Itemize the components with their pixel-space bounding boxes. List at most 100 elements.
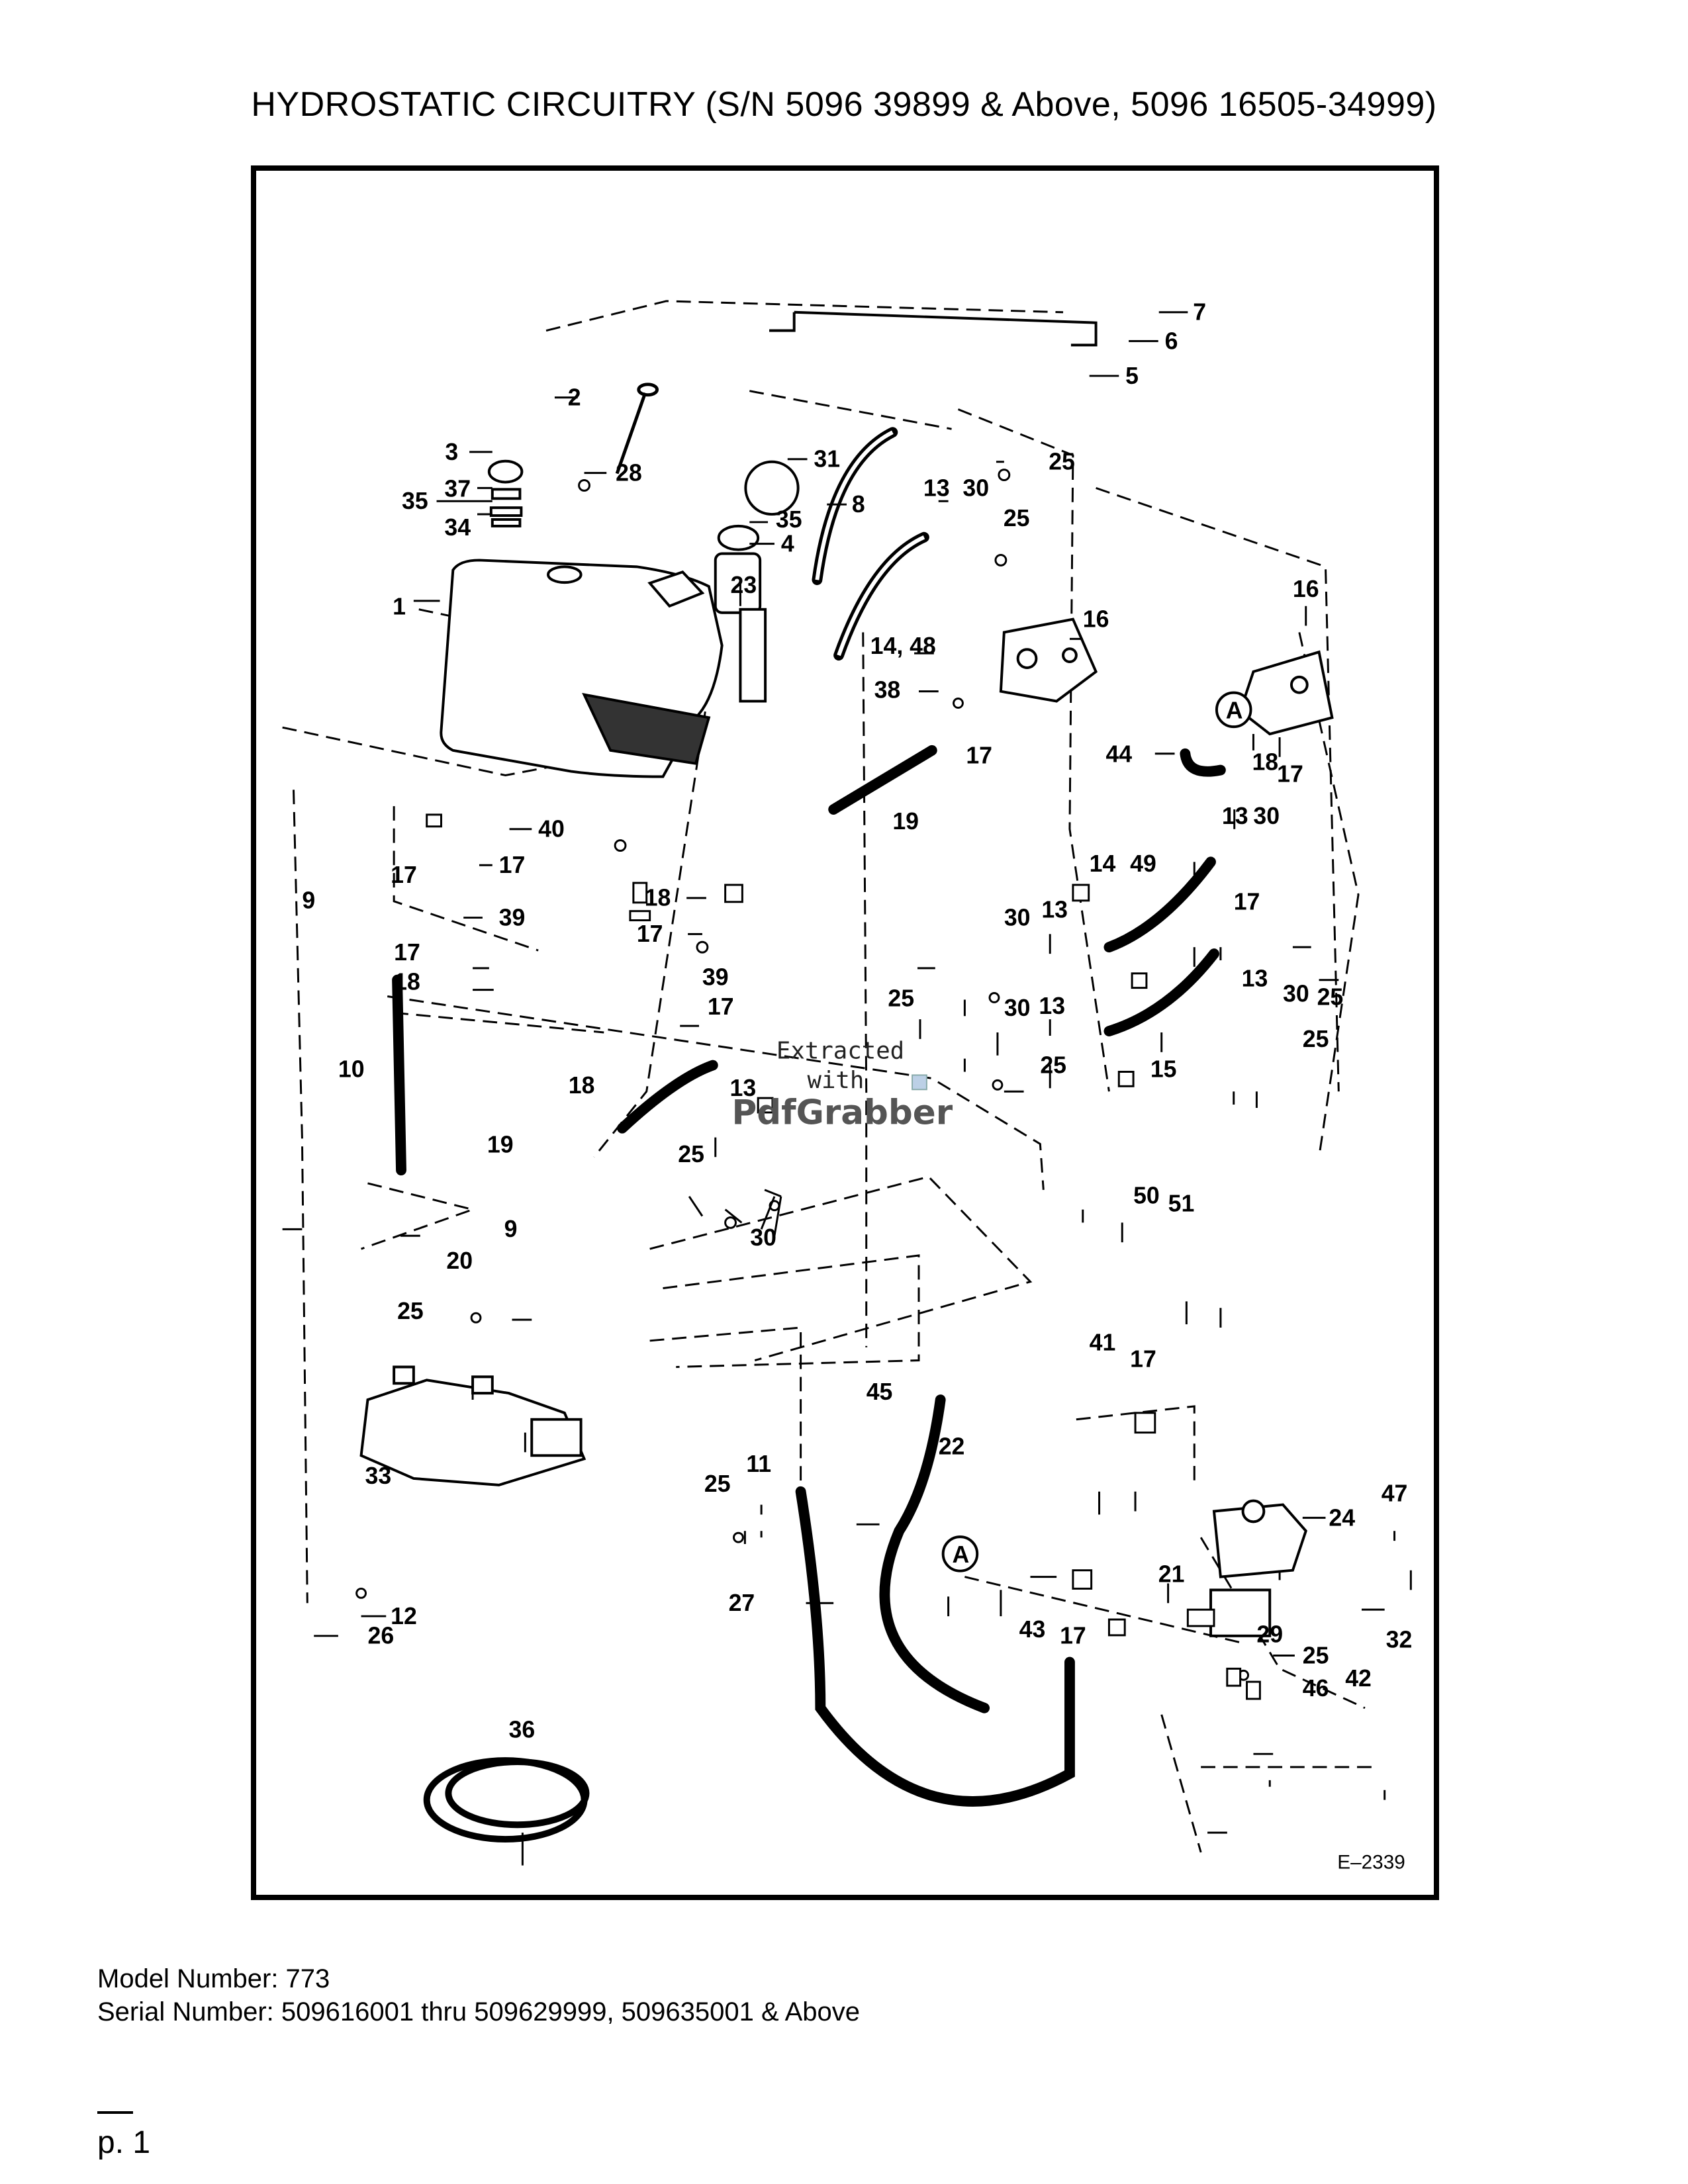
callout: 19 [487,1131,514,1158]
callout: 30 [1004,995,1031,1021]
callout: 25 [1303,1026,1329,1052]
callout: 31 [814,446,840,473]
callout: 4 [781,531,794,557]
callout: 17 [708,993,734,1020]
callout: 17 [1234,889,1260,915]
callout: 30 [1004,904,1031,931]
svg-text:Extracted: Extracted [776,1038,904,1065]
callout: 13 [1041,897,1068,923]
callout: 34 [444,514,471,541]
callout: 15 [1150,1056,1177,1082]
callout: 44 [1105,741,1132,768]
callout: 9 [302,887,315,914]
model-number: Model Number: 773 [97,1964,330,1993]
callout: 22 [939,1433,965,1459]
callout: 3 [445,439,458,465]
callout: 25 [678,1141,704,1167]
callout: 20 [446,1248,473,1274]
serial-number: Serial Number: 509616001 thru 509629999,… [97,1997,861,2026]
drive-motor-16 [999,617,1334,736]
callout: 17 [391,862,417,888]
detail-marker-a-lower: A [953,1541,970,1568]
pdfgrabber-watermark: Extracted with PdfGrabber [732,1038,953,1133]
callout: 32 [1386,1627,1413,1653]
callout: 27 [729,1590,755,1616]
callout: 17 [1277,760,1303,787]
drawing-number: E–2339 [1337,1852,1405,1874]
callout: 11 [746,1451,771,1477]
callout: 47 [1382,1480,1408,1507]
callout: 33 [365,1463,392,1489]
hydrostatic-circuit-drawing: A A 7 6 5 2 28 3 37 35 34 31 35 4 25 8 1… [282,299,1412,1874]
callout: 23 [731,572,757,598]
svg-text:with: with [808,1067,865,1094]
callout: 35 [776,506,802,533]
reservoir-cap [487,459,524,527]
hydrostatic-pump-33 [359,1365,586,1486]
callout: 17 [1060,1623,1086,1649]
page-divider [97,2111,133,2114]
callout: 18 [645,885,671,911]
callout: 37 [444,475,471,502]
callout: 7 [1193,299,1206,326]
dipstick [615,383,659,475]
filter-element-23 [739,608,767,703]
callout: 17 [394,939,420,966]
callout: 12 [391,1603,417,1629]
detail-marker-a-upper: A [1226,697,1243,723]
callout: 6 [1165,328,1178,354]
callout: 30 [962,475,989,501]
callout: 25 [888,985,914,1011]
callout: 40 [538,816,565,842]
lift-hose-36 [423,1757,590,1843]
callout: 17 [966,743,992,769]
callout: 14, 48 [870,633,936,659]
callout: 18 [394,969,420,995]
callout: 25 [1317,983,1344,1010]
callout: 28 [616,460,642,486]
callout: 25 [1049,449,1075,475]
callout: 49 [1130,850,1156,877]
callout: 17 [1130,1345,1156,1372]
callout: 35 [402,488,428,514]
callout: 16 [1083,606,1109,633]
callout: 18 [569,1072,595,1099]
callout: 26 [367,1623,394,1649]
callout: 50 [1133,1183,1160,1209]
callout: 17 [499,852,526,878]
callout: 13 [923,475,950,501]
callout: 38 [874,677,901,704]
callout: 25 [397,1298,424,1324]
callout: 13 [1222,803,1248,829]
callout: 42 [1345,1665,1372,1692]
callout: 24 [1329,1504,1355,1531]
callout: 10 [338,1056,365,1082]
callout: 30 [1253,803,1280,829]
callout: 25 [1004,505,1030,531]
callout: 46 [1303,1675,1329,1702]
callout: 16 [1293,576,1319,602]
callout: 29 [1256,1621,1283,1648]
callout: 41 [1090,1330,1116,1356]
callout: 25 [1040,1052,1066,1078]
callout: 1 [393,594,406,620]
callout: 14 [1090,850,1116,877]
parts-diagram: A A 7 6 5 2 28 3 37 35 34 31 35 4 25 8 1… [251,165,1439,1900]
callout: 39 [499,904,526,931]
callout: 9 [504,1216,518,1242]
callout: 36 [509,1716,536,1743]
page-number: p. 1 [97,2125,151,2160]
callout: 25 [1303,1642,1329,1668]
svg-text:PdfGrabber: PdfGrabber [732,1093,953,1133]
callout: 13 [1242,966,1268,992]
callout: 30 [1283,980,1309,1007]
callout: 51 [1168,1191,1195,1217]
callout-leaders [282,311,1412,1866]
fittings [355,469,1261,1700]
hydraulic-reservoir [440,559,724,778]
charge-pressure-valve-24 [1209,1499,1307,1637]
callout-numbers: 7 6 5 2 28 3 37 35 34 31 35 4 25 8 13 30… [302,299,1412,1743]
callout: 39 [702,964,729,991]
callout: 2 [568,385,581,411]
callout: 13 [730,1075,757,1101]
